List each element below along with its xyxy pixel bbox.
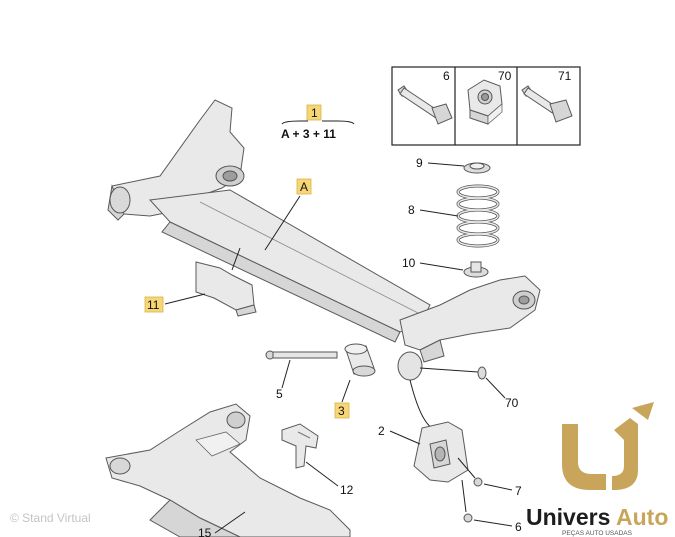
fastener-legend-box: 6 70 71	[391, 66, 581, 146]
bracket-12	[281, 423, 319, 469]
mounting-bracket-11	[195, 247, 257, 317]
bolt-6-icon	[397, 85, 453, 125]
bolt-71-lower-icon	[473, 477, 483, 487]
u-logo-icon	[562, 402, 654, 490]
label-6-lower: 6	[515, 520, 522, 534]
label-12: 12	[340, 483, 354, 497]
tag-11	[144, 296, 164, 313]
bolt-71-icon	[521, 85, 573, 123]
bushing-3	[344, 343, 376, 377]
label-1: 1	[311, 106, 318, 120]
legend-label-70: 70	[498, 69, 512, 83]
nut-70-icon	[467, 79, 503, 125]
brand-word-auto: Auto	[616, 504, 668, 530]
label-10: 10	[402, 256, 416, 270]
watermark-text: © Stand Virtual	[10, 511, 91, 525]
label-8: 8	[408, 203, 415, 217]
bolt-6-lower-icon	[463, 513, 473, 523]
assembly-callout: 1 A + 3 + 11	[281, 104, 355, 141]
rear-axle-beam-15	[105, 403, 351, 537]
label-11: 11	[147, 298, 160, 312]
label-2: 2	[378, 424, 385, 438]
pivot-bolt-5	[265, 350, 338, 360]
label-A: A	[300, 180, 308, 194]
legend-label-6: 6	[443, 69, 450, 83]
legend-label-71: 71	[558, 69, 572, 83]
tag-1	[306, 104, 322, 121]
brand-subtitle: PEÇAS AUTO USADAS	[562, 530, 633, 537]
washer-70-icon	[477, 366, 487, 380]
tag-3	[334, 402, 350, 419]
rear-axle-beam	[107, 99, 541, 381]
tag-A	[296, 178, 312, 195]
label-71-lower: 7	[515, 484, 522, 498]
coil-spring-assembly	[456, 162, 500, 278]
label-9: 9	[416, 156, 423, 170]
universauto-logo: Univers Auto PEÇAS AUTO USADAS	[526, 402, 668, 537]
assembly-formula: A + 3 + 11	[281, 127, 336, 141]
brand-word-univers: Univers	[526, 504, 610, 530]
label-15: 15	[198, 526, 212, 537]
label-70-lower: 70	[505, 396, 519, 410]
mounting-bracket-2	[413, 421, 469, 483]
label-5: 5	[276, 387, 283, 401]
label-3: 3	[338, 404, 345, 418]
